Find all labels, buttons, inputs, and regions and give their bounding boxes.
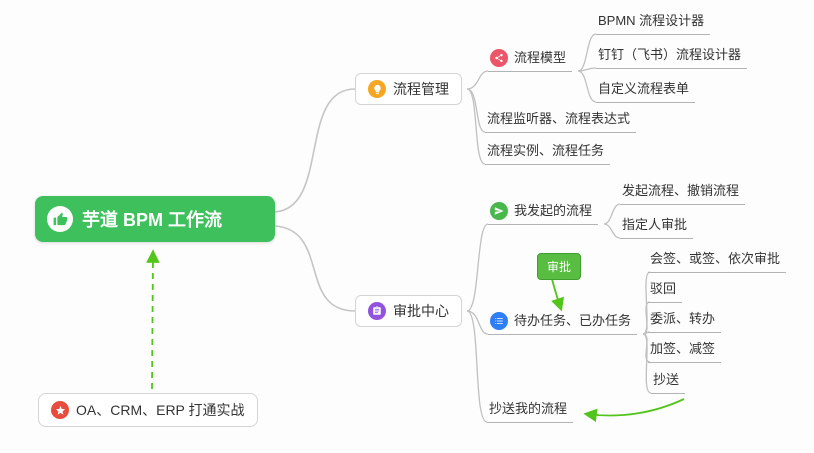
cc-my-process-node[interactable]: 抄送我的流程 xyxy=(487,399,574,423)
wire-mgmt-instance xyxy=(466,88,486,165)
wire-todo-cc xyxy=(642,333,652,394)
wire-center-initiated xyxy=(466,223,489,312)
designated-approval-node[interactable]: 指定人审批 xyxy=(620,215,694,239)
cc-label: 抄送 xyxy=(653,372,680,387)
dingtalk-designer-node[interactable]: 钉钉（飞书）流程设计器 xyxy=(596,45,748,69)
share-flow-icon xyxy=(490,48,508,67)
instance-task-label: 流程实例、流程任务 xyxy=(487,143,605,158)
wire-root-process-mgmt xyxy=(274,88,356,213)
process-model-node[interactable]: 流程模型 xyxy=(488,48,573,72)
root-label: 芋道 BPM 工作流 xyxy=(82,210,223,230)
cc-node[interactable]: 抄送 xyxy=(651,370,686,394)
custom-form-node[interactable]: 自定义流程表单 xyxy=(596,79,696,103)
countersign-label: 会签、或签、依次审批 xyxy=(650,251,781,266)
my-initiated-label: 我发起的流程 xyxy=(514,203,593,218)
star-icon xyxy=(51,401,69,419)
wire-center-todo xyxy=(466,310,489,335)
process-model-label: 流程模型 xyxy=(514,50,567,65)
approval-badge-label: 审批 xyxy=(547,260,572,274)
lightbulb-icon xyxy=(368,80,386,98)
dingtalk-designer-label: 钉钉（飞书）流程设计器 xyxy=(598,47,742,62)
process-mgmt-node[interactable]: 流程管理 xyxy=(355,73,462,105)
custom-form-label: 自定义流程表单 xyxy=(598,81,690,96)
add-reduce-sign-label: 加签、减签 xyxy=(650,341,716,356)
send-icon xyxy=(490,201,508,220)
wire-mgmt-model xyxy=(466,70,489,90)
my-initiated-node[interactable]: 我发起的流程 xyxy=(488,201,599,225)
wire-model-bpmn xyxy=(577,33,597,72)
wire-root-approval-center xyxy=(274,225,356,312)
wire-center-ccmy xyxy=(466,310,488,423)
reject-node[interactable]: 驳回 xyxy=(648,279,683,303)
cc-my-process-label: 抄送我的流程 xyxy=(489,401,568,416)
bpmn-designer-label: BPMN 流程设计器 xyxy=(598,13,705,28)
listener-expression-node[interactable]: 流程监听器、流程表达式 xyxy=(485,109,637,133)
initiate-cancel-node[interactable]: 发起流程、撤销流程 xyxy=(620,181,746,205)
approval-center-node[interactable]: 审批中心 xyxy=(355,295,462,327)
approval-badge[interactable]: 审批 xyxy=(537,253,582,280)
wire-initiated-designated xyxy=(603,223,621,239)
listener-expression-label: 流程监听器、流程表达式 xyxy=(487,111,631,126)
arrow-oa-to-root xyxy=(146,249,160,390)
designated-approval-label: 指定人审批 xyxy=(622,217,688,232)
process-mgmt-label: 流程管理 xyxy=(393,81,449,97)
wire-model-custom xyxy=(577,70,597,103)
thumbs-up-icon xyxy=(47,206,73,232)
approval-center-label: 审批中心 xyxy=(393,303,449,319)
arrow-cc-to-ccmy xyxy=(583,398,685,423)
clipboard-icon xyxy=(368,302,386,320)
root-node[interactable]: 芋道 BPM 工作流 xyxy=(35,196,275,242)
oa-crm-erp-label: OA、CRM、ERP 打通实战 xyxy=(76,402,245,418)
instance-task-node[interactable]: 流程实例、流程任务 xyxy=(485,141,611,165)
bpmn-designer-node[interactable]: BPMN 流程设计器 xyxy=(596,11,711,35)
oa-crm-erp-node[interactable]: OA、CRM、ERP 打通实战 xyxy=(38,393,258,427)
task-list-icon xyxy=(490,311,508,330)
delegate-transfer-label: 委派、转办 xyxy=(650,311,716,326)
todo-done-label: 待办任务、已办任务 xyxy=(514,313,632,328)
todo-done-node[interactable]: 待办任务、已办任务 xyxy=(488,311,638,335)
countersign-node[interactable]: 会签、或签、依次审批 xyxy=(648,249,787,273)
initiate-cancel-label: 发起流程、撤销流程 xyxy=(622,183,740,198)
reject-label: 驳回 xyxy=(650,281,677,296)
arrow-badge-to-todo xyxy=(551,278,564,312)
add-reduce-sign-node[interactable]: 加签、减签 xyxy=(648,339,722,363)
wire-initiated-start xyxy=(603,203,621,225)
delegate-transfer-node[interactable]: 委派、转办 xyxy=(648,309,722,333)
